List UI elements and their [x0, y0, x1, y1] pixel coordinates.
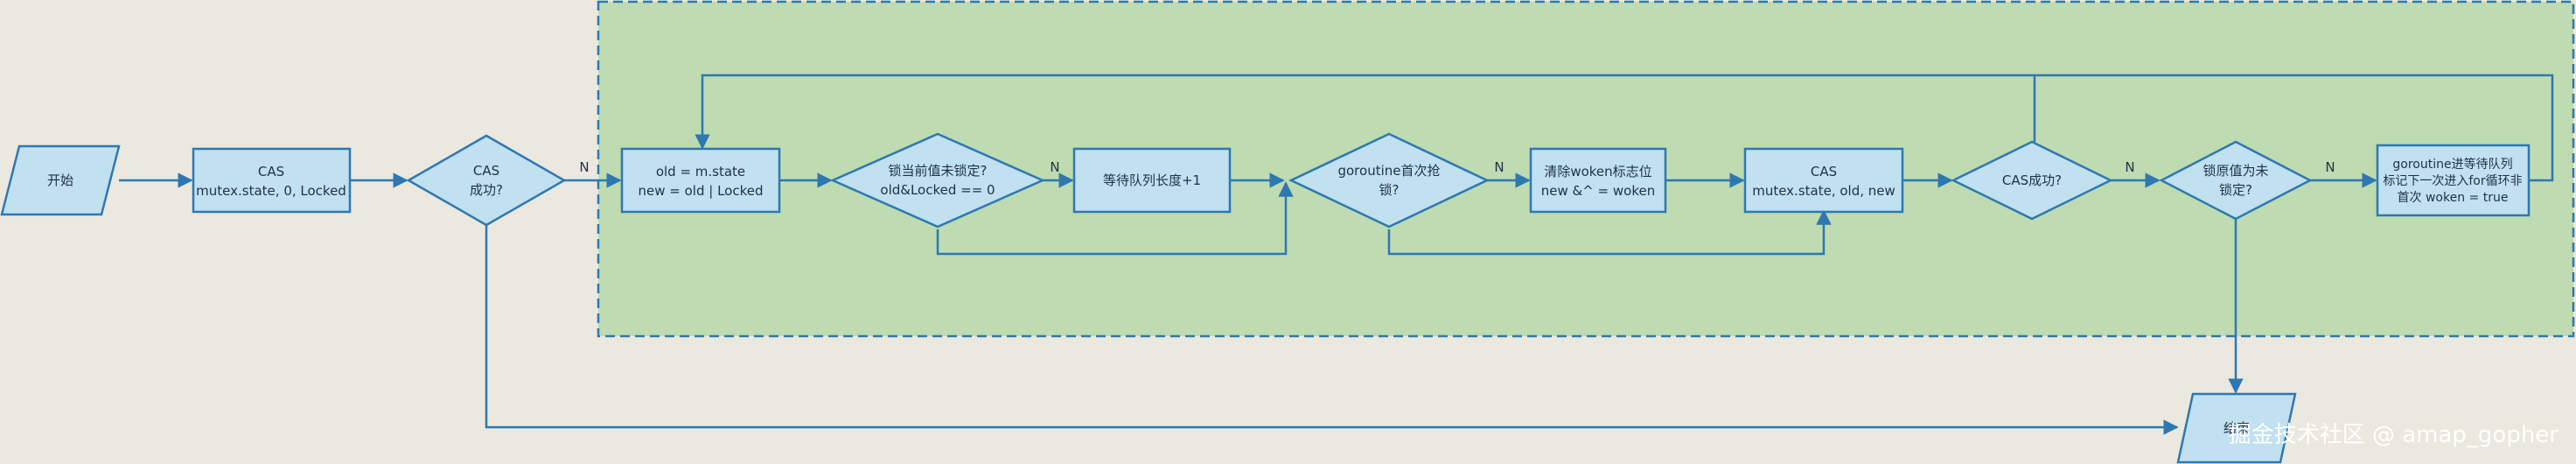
edge-enqueue-loop-back	[695, 74, 2554, 182]
first-grab-line-1: goroutine首次抢	[1337, 163, 1440, 179]
cas-init-line-1: CAS	[258, 164, 284, 179]
clear-woken-shape	[1529, 147, 1667, 214]
end-shape	[2176, 392, 2297, 464]
enqueue-shape	[2376, 144, 2531, 217]
edge-label-n-lockedcheck: N	[1050, 159, 1059, 175]
edges	[119, 74, 2554, 435]
orig-unlocked-node: 锁原值为未 锁定?	[2159, 140, 2313, 221]
queue-len-shape	[1072, 147, 1232, 214]
queue-len-label: 等待队列长度+1	[1103, 172, 1201, 188]
cas-init-line-2: mutex.state, 0, Locked	[196, 183, 346, 199]
old-state-shape	[620, 147, 781, 214]
end-node: 结束	[2176, 392, 2297, 464]
edge-label-n-casok1: N	[579, 159, 589, 175]
start-label: 开始	[47, 172, 73, 188]
old-state-line-2: new = old | Locked	[639, 183, 764, 199]
start-node: 开始	[0, 144, 121, 216]
enqueue-node: goroutine进等待队列 标记下一次进入for循环非 首次 woken = …	[2376, 144, 2531, 217]
edge-label-n-origunlocked: N	[2325, 159, 2335, 175]
locked-check-node: 锁当前值未锁定? old&Locked == 0	[829, 132, 1046, 228]
cas-init-node: CAS mutex.state, 0, Locked	[192, 147, 352, 214]
locked-check-line-2: old&Locked == 0	[880, 182, 995, 198]
cas-update-line-2: mutex.state, old, new	[1752, 183, 1895, 199]
end-label: 结束	[2223, 420, 2250, 436]
cas-update-shape	[1743, 147, 1904, 214]
cas-ok-1-node: CAS 成功?	[406, 134, 567, 227]
cas-ok-1-shape	[406, 134, 567, 227]
cas-ok-2-node: CAS成功?	[1951, 140, 2113, 221]
old-state-node: old = m.state new = old | Locked	[620, 147, 781, 214]
edge-lockedcheck-bypass	[936, 181, 1294, 256]
cas-ok-1-line-1: CAS	[473, 163, 499, 179]
watermark: 掘金技术社区 @ amap_gopher	[2229, 422, 2559, 448]
cas-update-node: CAS mutex.state, old, new	[1743, 147, 1904, 214]
enqueue-line-2: 标记下一次进入for循环非	[2383, 174, 2522, 188]
locked-check-line-1: 锁当前值未锁定?	[889, 163, 988, 179]
locked-check-shape	[829, 132, 1046, 228]
edge-firstgrab-bypass	[1387, 209, 1832, 256]
clear-woken-line-2: new &^ = woken	[1541, 183, 1655, 199]
first-grab-node: goroutine首次抢 锁?	[1288, 132, 1490, 228]
edge-label-n-firstgrab: N	[1494, 159, 1504, 175]
enqueue-line-1: goroutine进等待队列	[2392, 157, 2512, 172]
cas-init-shape	[192, 147, 352, 214]
cas-ok-2-label: CAS成功?	[2002, 172, 2062, 188]
enqueue-line-3: 首次 woken = true	[2398, 191, 2509, 205]
edge-label-n-casok2: N	[2125, 159, 2134, 175]
clear-woken-node: 清除woken标志位 new &^ = woken	[1529, 147, 1667, 214]
start-shape	[0, 144, 121, 216]
first-grab-line-2: 锁?	[1379, 182, 1400, 198]
first-grab-shape	[1288, 132, 1490, 228]
clear-woken-line-1: 清除woken标志位	[1544, 164, 1651, 179]
queue-len-node: 等待队列长度+1	[1072, 147, 1232, 214]
cas-ok-2-shape	[1951, 140, 2113, 221]
old-state-line-1: old = m.state	[656, 164, 745, 179]
orig-unlocked-line-1: 锁原值为未	[2203, 163, 2268, 179]
orig-unlocked-line-2: 锁定?	[2219, 182, 2252, 198]
cas-ok-1-line-2: 成功?	[470, 182, 503, 198]
orig-unlocked-shape	[2159, 140, 2313, 221]
cas-update-line-1: CAS	[1811, 164, 1837, 179]
edge-casok1-to-end	[485, 225, 2179, 435]
